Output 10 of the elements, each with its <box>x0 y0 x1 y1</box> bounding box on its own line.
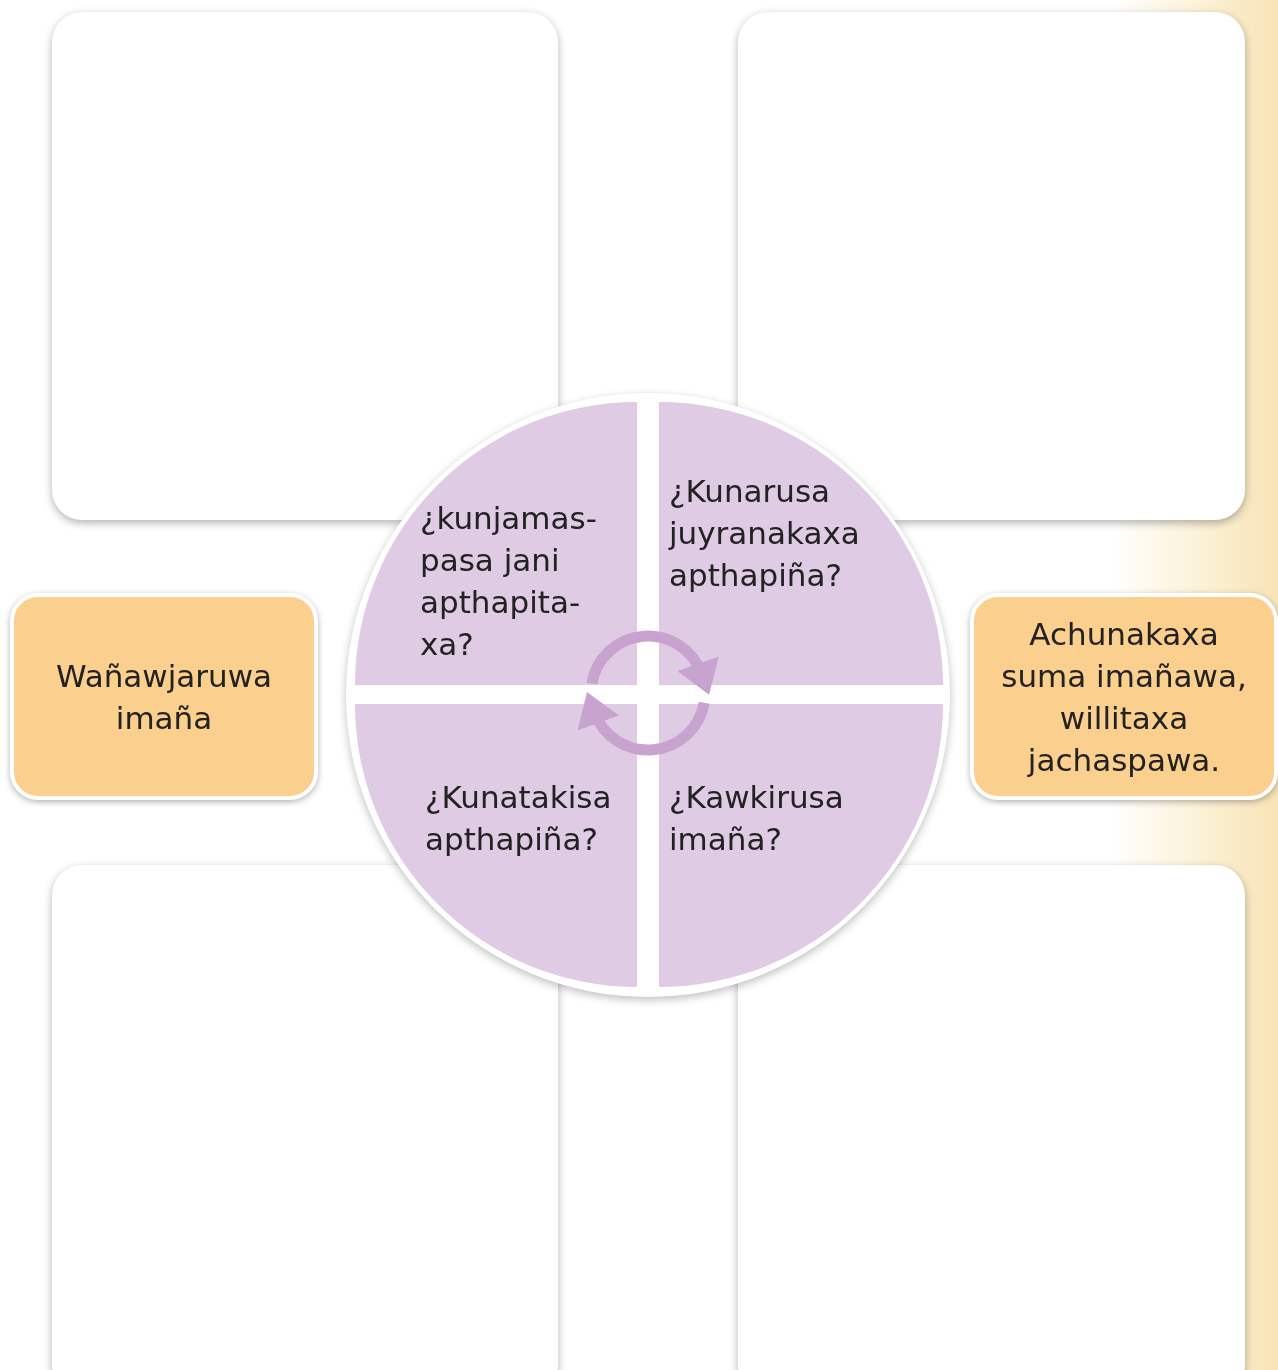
cycle-arrow <box>578 692 710 756</box>
question-text: ¿Kawkirusa imaña? <box>669 778 845 859</box>
blank-card <box>738 865 1245 1370</box>
cycle-arrow <box>586 630 718 695</box>
question-text: ¿Kunatakisa apthapiña? <box>425 778 613 859</box>
question-text: ¿kunjamas- pasa jani apthapita- xa? <box>420 499 598 664</box>
card-text: Wañawjaruwa imaña <box>55 656 273 738</box>
question-text: ¿Kunarusa juyranakaxa apthapiña? <box>669 472 861 595</box>
blank-card <box>52 865 558 1370</box>
card-text: Achunakaxa suma imañawa, willitaxa jachaspawa. <box>1000 614 1248 780</box>
